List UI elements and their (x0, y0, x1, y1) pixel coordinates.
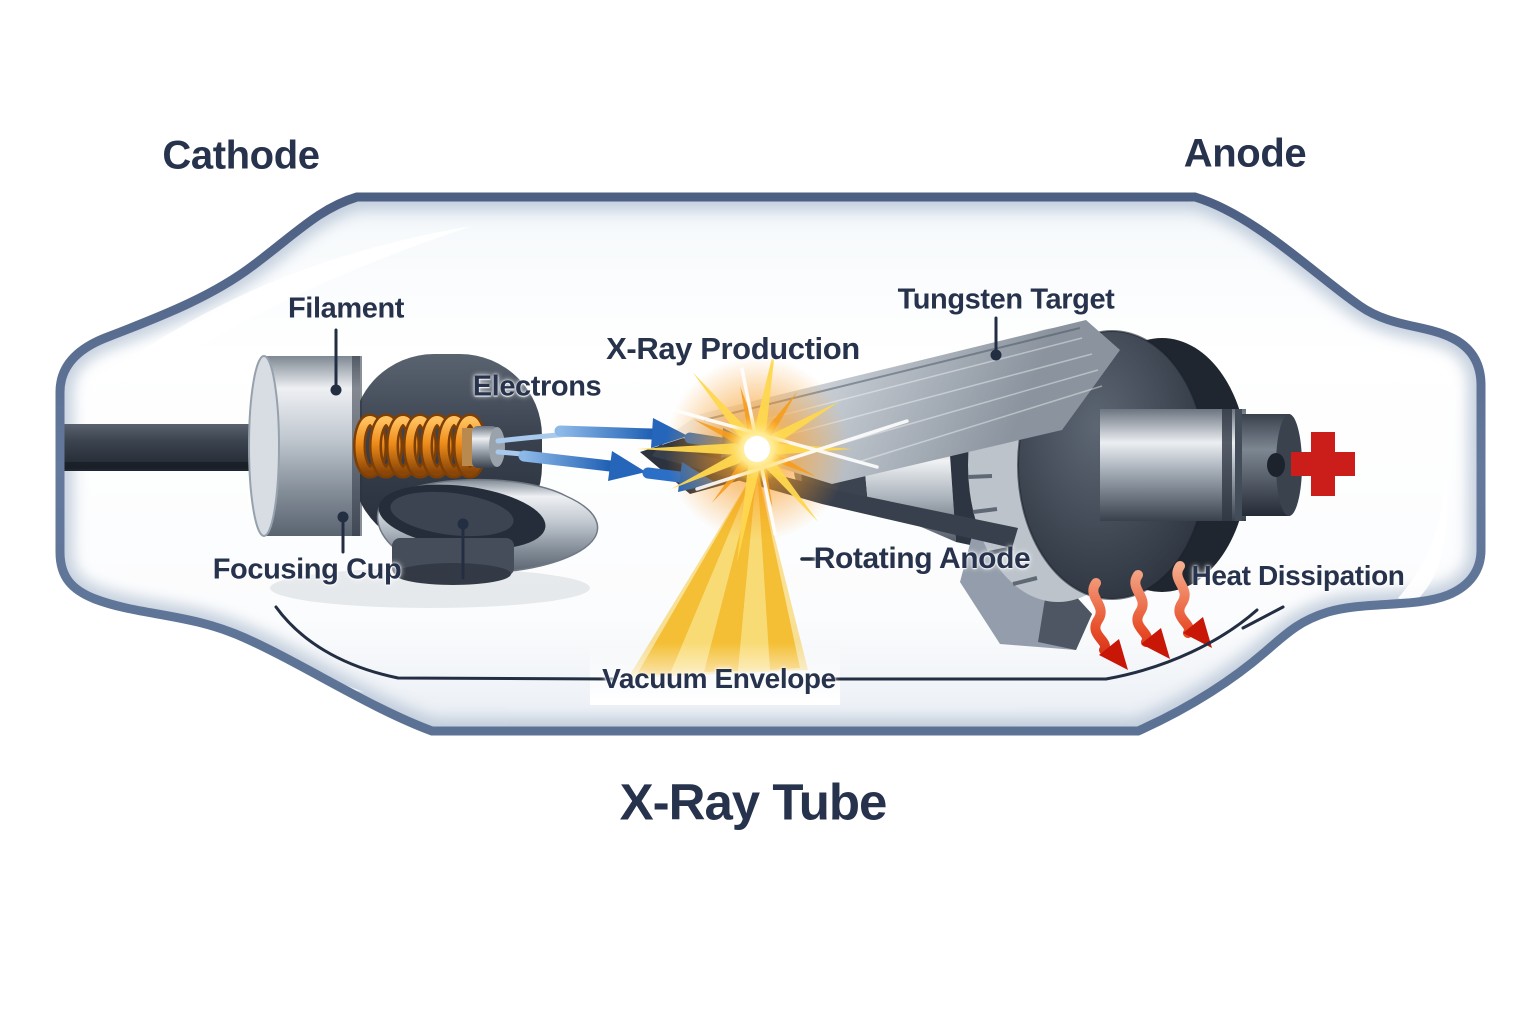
label-focusing-cup: Focusing Cup (212, 553, 402, 586)
heat-wave-icon (1130, 570, 1152, 647)
tube-interior (60, 226, 1448, 705)
label-heat-dissipation: Heat Dissipation (1191, 560, 1405, 591)
heat-wave-icons (1088, 561, 1212, 670)
anode-plus-icon (1291, 432, 1355, 496)
xray-burst-icon (625, 340, 909, 563)
leader-line-filament (330, 328, 342, 396)
cathode-shadow (270, 568, 590, 608)
label-vacuum-envelope: Vacuum Envelope (602, 663, 836, 694)
label-tungsten-target: Tungsten Target (897, 283, 1115, 316)
label-xray-production: X-Ray Production (606, 331, 860, 366)
heat-wave-icon (1088, 578, 1110, 655)
label-filament: Filament (287, 292, 405, 325)
leader-line-vacuum-envelope-left (274, 605, 614, 681)
label-rotating-anode: Rotating Anode (813, 542, 1031, 575)
cathode-support-rod (60, 424, 272, 471)
leader-line-heat-dissipation (1241, 605, 1285, 630)
cathode-assembly (60, 354, 599, 608)
leader-line-focusing-cup (337, 511, 469, 580)
leader-line-tungsten-target (990, 316, 1002, 361)
focusing-cup-bowl (376, 478, 599, 585)
heat-wave-icon (1172, 561, 1194, 638)
label-cathode: Cathode (162, 133, 320, 178)
filament-tip (462, 426, 505, 468)
anode-shaft (1100, 409, 1302, 521)
label-anode: Anode (1183, 131, 1307, 176)
page-title: X-Ray Tube (619, 773, 888, 831)
leader-line-vacuum-envelope-right (826, 608, 1259, 681)
label-electrons: Electrons (472, 370, 602, 403)
leader-lines (274, 316, 1285, 681)
cathode-cylinder (248, 355, 362, 537)
